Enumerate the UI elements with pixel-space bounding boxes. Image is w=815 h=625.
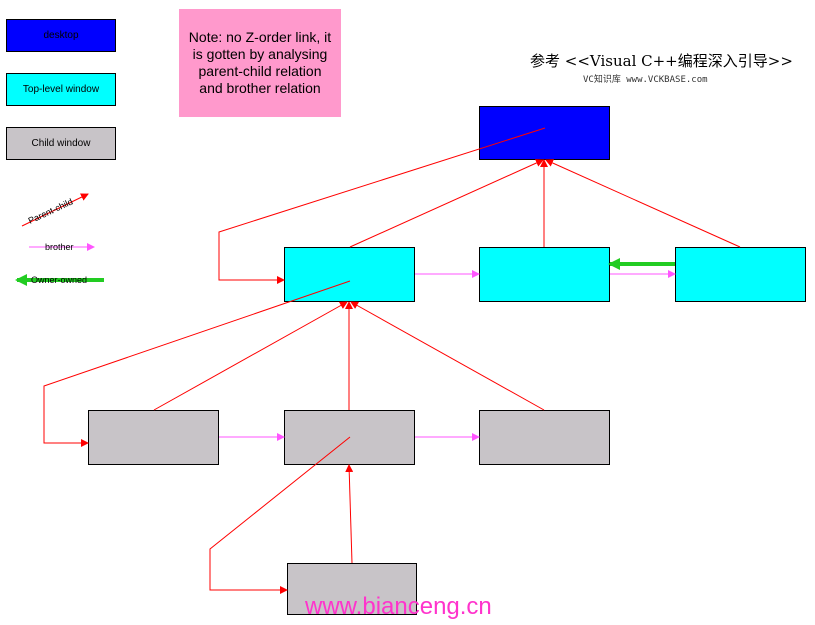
legend-parent-child-label: Parent-child bbox=[27, 196, 75, 225]
note-text: Note: no Z-order link, it is gotten by a… bbox=[188, 29, 332, 96]
legend-desktop-label: desktop bbox=[43, 30, 79, 41]
parent-link-child3-top1 bbox=[350, 301, 545, 411]
reference-subtitle: VC知识库 www.VCKBASE.com bbox=[583, 75, 708, 85]
child-window-node-1 bbox=[88, 410, 219, 465]
note-box: Note: no Z-order link, it is gotten by a… bbox=[179, 9, 341, 117]
child-link-child2-grandchild bbox=[209, 436, 351, 594]
parent-link-grandchild-child2 bbox=[345, 464, 354, 564]
parent-link-top3-desktop bbox=[545, 159, 741, 248]
legend-desktop-box: desktop bbox=[6, 19, 116, 52]
child-window-node-2 bbox=[284, 410, 415, 465]
child-link-top1-child1 bbox=[43, 280, 351, 447]
legend-toplevel-label: Top-level window bbox=[22, 84, 100, 95]
child-window-node-3 bbox=[479, 410, 610, 465]
toplevel-window-node-3 bbox=[675, 247, 806, 302]
legend-child-label: Child window bbox=[31, 138, 91, 149]
legend-parent-child-arrow bbox=[21, 193, 89, 227]
parent-link-child1-top1 bbox=[153, 301, 348, 411]
toplevel-window-node-1 bbox=[284, 247, 415, 302]
legend-owner-owned-label: Owner-owned bbox=[31, 275, 87, 285]
reference-title: 参考 <<Visual C++编程深入引导>> bbox=[530, 52, 793, 70]
legend-brother-label: brother bbox=[45, 242, 74, 252]
child-link-desktop-top1 bbox=[218, 127, 546, 284]
legend-child-box: Child window bbox=[6, 127, 116, 160]
legend-toplevel-box: Top-level window bbox=[6, 73, 116, 106]
parent-link-top1-desktop bbox=[349, 159, 544, 248]
toplevel-window-node-2 bbox=[479, 247, 610, 302]
watermark-text: www.bianceng.cn bbox=[305, 593, 492, 620]
